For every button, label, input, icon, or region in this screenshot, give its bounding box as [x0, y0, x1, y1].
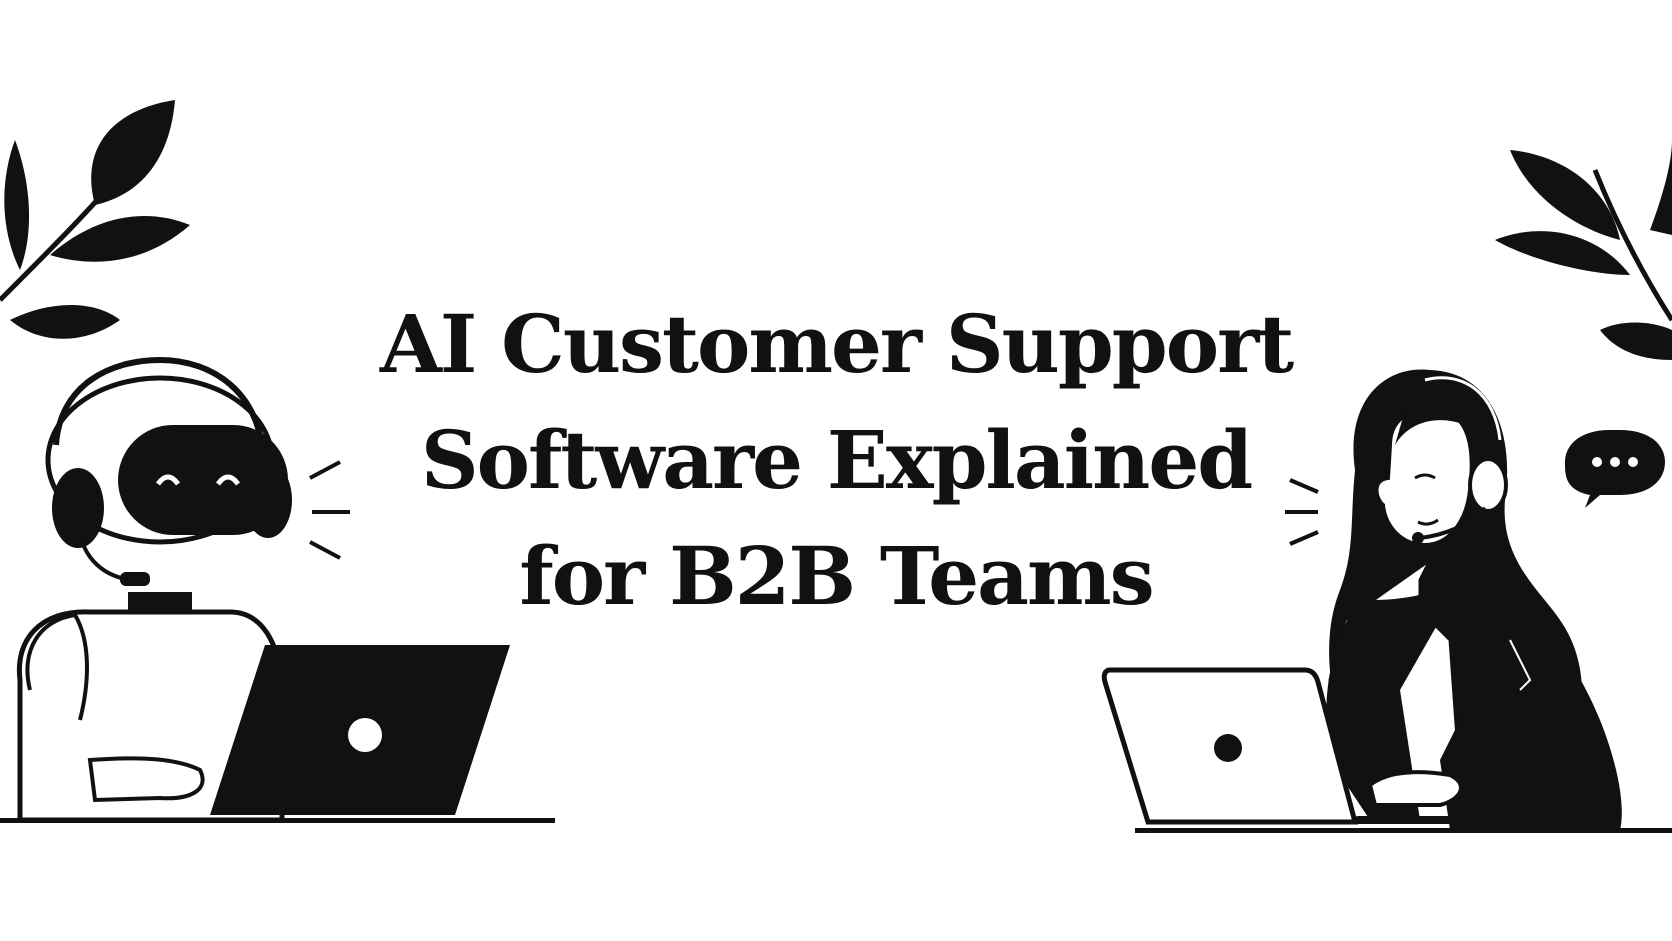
- robot-agent-with-headset-icon: [16, 356, 292, 823]
- leaf-branch-icon: [1495, 140, 1672, 360]
- sound-waves-icon: [1285, 478, 1319, 546]
- title-line-3: for B2B Teams: [519, 528, 1154, 623]
- chat-dots-icon: [1565, 430, 1665, 508]
- laptop-icon: [1101, 667, 1672, 833]
- human-agent-with-headset-icon: [1326, 369, 1622, 830]
- title-line-2: Software Explained: [420, 412, 1253, 507]
- page-title: AI Customer Support Software Explained f…: [336, 286, 1336, 634]
- laptop-icon: [0, 645, 555, 823]
- title-line-1: AI Customer Support: [379, 296, 1294, 391]
- leaf-branch-icon: [0, 100, 190, 339]
- sound-waves-icon: [309, 460, 350, 560]
